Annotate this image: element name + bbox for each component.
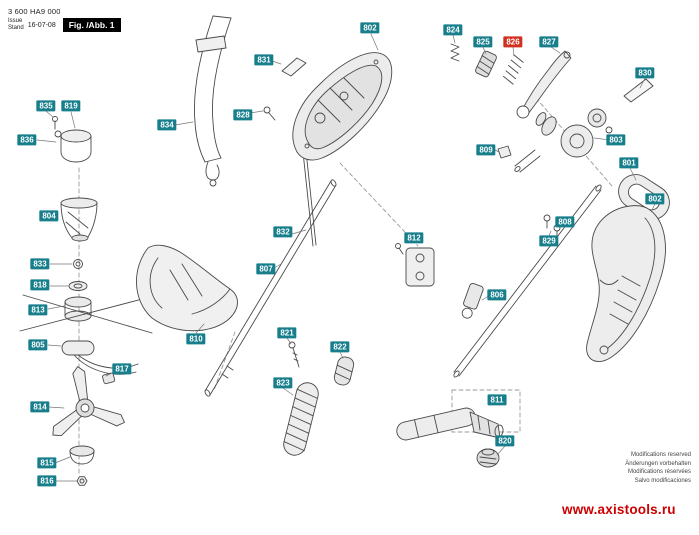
part-label-836[interactable]: 836	[17, 134, 37, 146]
part-label-828[interactable]: 828	[233, 109, 253, 121]
part-label-829[interactable]: 829	[539, 235, 559, 247]
part-label-815[interactable]: 815	[37, 457, 57, 469]
part-label-813[interactable]: 813	[28, 304, 48, 316]
guard-drawing	[136, 244, 238, 391]
part-label-806[interactable]: 806	[487, 289, 507, 301]
note-line: Modifications réservées	[627, 469, 691, 476]
part-number: 3 600 HA9 000	[8, 7, 61, 16]
issue-stand-labels: Issue Stand	[8, 18, 24, 32]
issue-date: 16-07-08	[27, 21, 56, 29]
lower-shaft-drawing	[204, 150, 355, 456]
note-line: Modifications reserved	[630, 452, 691, 458]
part-label-803[interactable]: 803	[606, 134, 626, 146]
part-label-816[interactable]: 816	[37, 475, 57, 487]
header: 3 600 HA9 000 Issue Stand 16-07-08 Fig. …	[8, 7, 121, 32]
note-line: Salvo modificaciones	[634, 478, 691, 485]
part-label-801[interactable]: 801	[619, 157, 639, 169]
part-label-823[interactable]: 823	[273, 377, 293, 389]
part-label-827[interactable]: 827	[539, 36, 559, 48]
part-label-807[interactable]: 807	[256, 263, 276, 275]
figure-label: Fig. /Abb. 1	[62, 18, 121, 32]
motor-housing-top-drawing	[263, 52, 419, 247]
part-label-812[interactable]: 812	[404, 232, 424, 244]
part-label-810[interactable]: 810	[186, 333, 206, 345]
part-label-804[interactable]: 804	[39, 210, 59, 222]
strap-drawing	[194, 15, 232, 187]
handle-housing-drawing	[586, 205, 666, 362]
part-label-834[interactable]: 834	[157, 119, 177, 131]
part-label-802[interactable]: 802	[360, 22, 380, 34]
note-line: Änderungen vorbehalten	[625, 460, 691, 467]
stand-label: Stand	[8, 25, 24, 31]
part-label-814[interactable]: 814	[30, 401, 50, 413]
part-label-808[interactable]: 808	[555, 216, 575, 228]
upper-shaft-drawing	[395, 184, 602, 378]
part-label-824[interactable]: 824	[443, 24, 463, 36]
part-label-825[interactable]: 825	[473, 36, 493, 48]
part-label-830[interactable]: 830	[635, 67, 655, 79]
blade-drawing	[52, 366, 125, 437]
part-label-821[interactable]: 821	[277, 327, 297, 339]
footer-notes: Modifications reserved Änderungen vorbeh…	[625, 451, 691, 486]
part-label-817[interactable]: 817	[112, 363, 132, 375]
issue-label: Issue	[8, 18, 23, 25]
part-label-820[interactable]: 820	[495, 435, 515, 447]
part-label-833[interactable]: 833	[30, 258, 50, 270]
spool-head-assembly-drawing	[19, 116, 153, 486]
watermark: www.axistools.ru	[562, 502, 676, 517]
part-label-819[interactable]: 819	[61, 100, 81, 112]
part-label-835[interactable]: 835	[36, 100, 56, 112]
part-label-802[interactable]: 802	[645, 193, 665, 205]
part-label-809[interactable]: 809	[476, 144, 496, 156]
part-label-822[interactable]: 822	[330, 341, 350, 353]
part-label-832[interactable]: 832	[273, 226, 293, 238]
part-label-818[interactable]: 818	[30, 279, 50, 291]
part-label-811[interactable]: 811	[487, 394, 507, 406]
part-label-826[interactable]: 826	[503, 36, 523, 48]
leader-lines	[36, 33, 656, 482]
part-label-805[interactable]: 805	[28, 339, 48, 351]
part-label-831[interactable]: 831	[254, 54, 274, 66]
lower-tube-drawing	[396, 389, 521, 468]
gearhead-drawing	[450, 43, 654, 187]
